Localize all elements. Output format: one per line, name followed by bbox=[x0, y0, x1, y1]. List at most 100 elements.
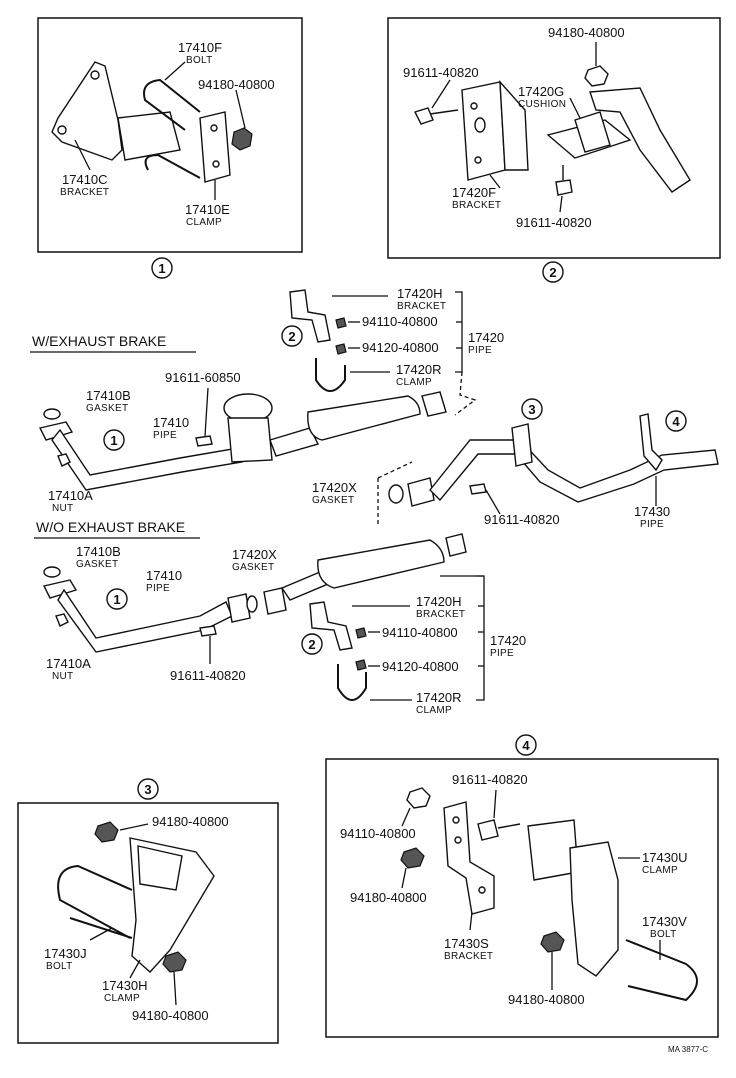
part-number-17410: 17410 bbox=[153, 415, 189, 430]
nut-94180-shape bbox=[540, 931, 565, 953]
bracket-hole bbox=[474, 156, 482, 164]
clamp-17430u-shape bbox=[569, 841, 619, 977]
leader-line bbox=[485, 489, 501, 515]
clamp-hole bbox=[212, 160, 220, 168]
bracket-hole bbox=[478, 886, 486, 894]
panel-3-frame bbox=[17, 802, 279, 1044]
part-number-17420x: 17420X bbox=[232, 547, 277, 562]
leader-line bbox=[401, 867, 407, 889]
leader-line bbox=[489, 174, 501, 189]
gasket-17410b-shape bbox=[43, 566, 61, 578]
bracket-17420h-shape bbox=[309, 601, 353, 651]
with-exhaust-brake-assembly: W/EXHAUST BRAKE 2 17420H BRACKET 94110-4… bbox=[30, 286, 719, 530]
part-label-pipe: PIPE bbox=[153, 430, 177, 441]
part-number-17420: 17420 bbox=[468, 330, 504, 345]
nut-94110-shape bbox=[335, 317, 347, 329]
nut-94180-shape bbox=[400, 847, 425, 869]
nut-94180-shape bbox=[231, 127, 253, 151]
part-number-17410f: 17410F bbox=[178, 40, 222, 55]
flange-shape bbox=[407, 477, 435, 507]
clamp-17420r-shape bbox=[315, 358, 346, 392]
callout-number: 1 bbox=[158, 261, 165, 276]
part-label-gasket: GASKET bbox=[86, 403, 128, 414]
nut-94180-shape bbox=[94, 821, 119, 843]
bracket-hole bbox=[470, 102, 478, 110]
bolt-91611-40820-shape bbox=[477, 819, 521, 841]
heading-with-exhaust-brake: W/EXHAUST BRAKE bbox=[32, 333, 166, 349]
leader-line bbox=[129, 959, 141, 979]
leader-line bbox=[569, 97, 581, 119]
part-label-bolt: BOLT bbox=[186, 55, 213, 66]
callout-circle-4 bbox=[515, 734, 537, 756]
bolt-91611-shape bbox=[414, 107, 459, 125]
part-number-17420r: 17420R bbox=[396, 362, 442, 377]
leader-line bbox=[469, 911, 473, 931]
panel-4-frame bbox=[325, 758, 719, 1038]
part-number-17430: 17430 bbox=[634, 504, 670, 519]
part-label-clamp: CLAMP bbox=[104, 993, 140, 1004]
callout-number: 4 bbox=[672, 414, 680, 429]
nut-94120-shape bbox=[335, 343, 347, 355]
callout-number: 3 bbox=[144, 782, 151, 797]
muffler-outlet-clamp bbox=[421, 391, 447, 417]
bracket-hole bbox=[90, 70, 100, 80]
front-pipe-flange bbox=[42, 579, 78, 599]
detail-panel-3: 3 94180-40800 17430J BOLT 17430H CLAMP 9… bbox=[17, 778, 279, 1044]
part-label-cushion: CUSHION bbox=[518, 99, 566, 110]
clamp-shape bbox=[511, 423, 533, 467]
u-bolt-17430j-shape bbox=[57, 864, 133, 939]
bracket-17410c-shape bbox=[51, 61, 123, 161]
muffler-shape bbox=[307, 395, 421, 441]
bracket-hole bbox=[57, 125, 67, 135]
part-number-17420f: 17420F bbox=[452, 185, 496, 200]
part-number-94180-40800: 94180-40800 bbox=[152, 814, 229, 829]
figure-code: MA 3877-C bbox=[668, 1045, 708, 1054]
bracket-17420f-flange bbox=[499, 80, 529, 171]
part-label-gasket: GASKET bbox=[232, 562, 274, 573]
clamp-17420r-shape bbox=[337, 664, 367, 701]
leader-line bbox=[74, 139, 91, 171]
leader-line bbox=[119, 823, 149, 831]
part-number-94180-40800: 94180-40800 bbox=[132, 1008, 209, 1023]
nut-17410a-shape bbox=[57, 453, 71, 467]
part-label-nut: NUT bbox=[52, 671, 73, 682]
leader-line bbox=[89, 927, 113, 941]
part-label-clamp: CLAMP bbox=[642, 865, 678, 876]
part-number-17430j: 17430J bbox=[44, 946, 87, 961]
leader-line bbox=[559, 195, 563, 213]
u-bolt-17410f-shape bbox=[143, 78, 201, 131]
bolt-91611-40820-shape bbox=[199, 625, 217, 637]
callout-circle-3 bbox=[521, 398, 543, 420]
callout-number: 3 bbox=[528, 402, 535, 417]
nut-94110-shape bbox=[406, 787, 431, 809]
tail-pipe-17430-shape bbox=[429, 439, 719, 503]
u-bolt-17430v-shape bbox=[625, 939, 698, 1002]
callout-circle-3 bbox=[137, 778, 159, 800]
without-exhaust-brake-assembly: W/O EXHAUST BRAKE 1 2 17410B GASKET bbox=[34, 519, 526, 716]
clamp-inner bbox=[137, 845, 183, 891]
callout-circle-2 bbox=[542, 261, 564, 283]
part-number-17420g: 17420G bbox=[518, 84, 564, 99]
bracket-hole bbox=[454, 836, 462, 844]
pipe-17420-shape bbox=[269, 427, 320, 457]
part-number-17410: 17410 bbox=[146, 568, 182, 583]
bracket-hole bbox=[452, 816, 460, 824]
bracket-17430s-shape bbox=[443, 801, 495, 915]
bolt-91611-60850-shape bbox=[195, 435, 213, 447]
part-number-91611-40820: 91611-40820 bbox=[516, 215, 592, 230]
callout-number: 1 bbox=[110, 433, 117, 448]
callout-circle-1 bbox=[151, 257, 173, 279]
cushion-body bbox=[574, 111, 611, 153]
part-number-94120-40800: 94120-40800 bbox=[362, 340, 439, 355]
part-label-pipe: PIPE bbox=[146, 583, 170, 594]
hanger-bracket bbox=[639, 413, 663, 472]
part-number-17410a: 17410A bbox=[48, 488, 93, 503]
muffler-outlet-clamp bbox=[445, 533, 467, 557]
part-number-91611-40820: 91611-40820 bbox=[484, 512, 560, 527]
part-label-bolt: BOLT bbox=[650, 929, 677, 940]
clamp-17410e-shape bbox=[199, 111, 231, 183]
part-label-gasket: GASKET bbox=[312, 495, 354, 506]
leader-line bbox=[431, 79, 451, 109]
part-number-17430u: 17430U bbox=[642, 850, 688, 865]
